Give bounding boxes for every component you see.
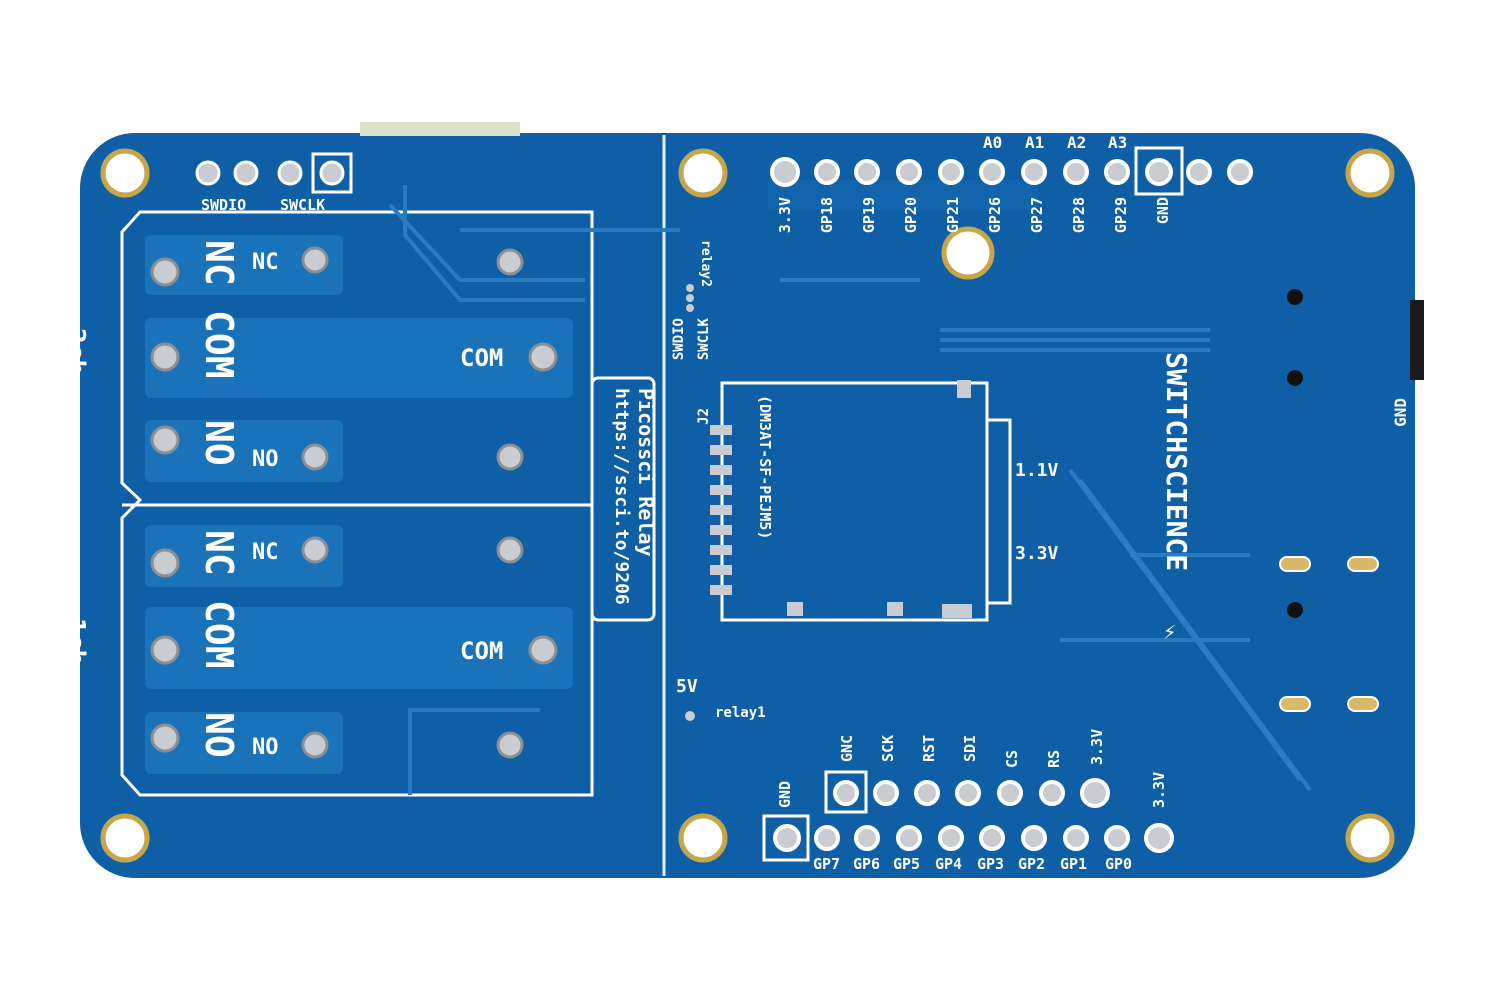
mount-hole-br — [1345, 813, 1395, 863]
relay-terminals — [150, 246, 558, 759]
mount-hole-bl — [100, 813, 150, 863]
analog-label-0: A0 — [983, 133, 1003, 152]
swdio-label: SWDIO — [201, 196, 247, 214]
side-slots — [1279, 556, 1379, 712]
board-url: https://ssci.to/9206 — [611, 388, 632, 605]
side-holes — [1287, 289, 1303, 618]
top-pin-label-5: GP26 — [986, 197, 1004, 234]
module-pads — [710, 380, 972, 618]
lcd-pin-label-4: SDI — [961, 734, 979, 762]
side-swclk-label: SWCLK — [696, 318, 712, 361]
voltage-1v1-label: 1.1V — [1015, 460, 1059, 481]
ch1-com-big-label: COM — [197, 600, 241, 669]
ch2-no-label: NO — [252, 447, 279, 472]
mount-hole-bm — [678, 813, 728, 863]
lcd-pin-label-0: GND — [776, 780, 794, 808]
ch2-com-label: COM — [460, 344, 504, 372]
top-pin-label-2: GP19 — [860, 197, 878, 234]
mounting-holes — [100, 148, 1395, 863]
gp-pin-label-4: GP3 — [977, 855, 1005, 873]
connector-part-label: (DM3AT-SF-PEJM5) — [756, 395, 774, 540]
board-name: Picossci Relay — [634, 388, 658, 557]
gp-pin-label-6: GP1 — [1060, 855, 1088, 873]
gp-pin-label-7: GP0 — [1105, 855, 1133, 873]
top-pin-label-6: GP27 — [1028, 197, 1046, 234]
relay1-label: relay1 — [715, 705, 766, 721]
top-pin-label-3: GP20 — [902, 197, 920, 234]
top-pin-label-4: GP21 — [944, 197, 962, 234]
channel-1ch-label: 1ch — [60, 618, 90, 665]
side-swdio-label: SWDIO — [671, 318, 687, 361]
lcd-pin-label-2: SCK — [879, 734, 897, 762]
voltage-3v3-label: 3.3V — [1015, 543, 1059, 564]
voltage-5v-label: 5V — [676, 676, 698, 697]
ch2-no-big-label: NO — [197, 420, 241, 466]
lcd-pin-label-8: 3.3V — [1150, 771, 1168, 808]
relay-pins — [685, 284, 695, 721]
side-gnd-label: GND — [1391, 398, 1410, 427]
ch1-no-label: NO — [252, 735, 279, 760]
analog-label-1: A1 — [1025, 133, 1045, 152]
brand-logo-icon: ⚡ — [1163, 620, 1177, 645]
relay-outlines — [120, 210, 656, 797]
j2-label: J2 — [696, 408, 712, 425]
side-switch — [1410, 300, 1424, 380]
ch2-com-big-label: COM — [197, 310, 241, 379]
mount-hole-center — [941, 226, 995, 280]
terminal-pad-fills — [145, 180, 1038, 774]
top-pin-label-0: 3.3V — [776, 197, 794, 234]
bottom-header-pins — [773, 778, 1174, 853]
gp-pin-label-5: GP2 — [1018, 855, 1046, 873]
channel-2ch-label: 2ch — [60, 328, 90, 375]
mount-hole-tl — [100, 148, 150, 198]
top-header-pins — [770, 157, 1253, 187]
top-pin-label-7: GP28 — [1070, 197, 1088, 234]
mount-hole-tr — [1345, 148, 1395, 198]
traces — [388, 185, 1312, 795]
lcd-pin-label-5: CS — [1003, 749, 1021, 768]
lcd-pin-label-7: 3.3V — [1088, 728, 1106, 765]
ch2-nc-label: NC — [252, 250, 279, 275]
ch1-nc-big-label: NC — [197, 530, 241, 576]
name-plate-outline — [590, 376, 656, 622]
ch1-nc-label: NC — [252, 540, 279, 565]
ch1-com-label: COM — [460, 637, 504, 665]
ch2-nc-big-label: NC — [197, 240, 241, 286]
mount-hole-tm — [678, 148, 728, 198]
swclk-label: SWCLK — [280, 196, 326, 214]
pin1-markers — [311, 146, 1184, 862]
analog-label-3: A3 — [1108, 133, 1128, 152]
analog-label-2: A2 — [1067, 133, 1087, 152]
lcd-pin-label-1: GNC — [838, 734, 856, 762]
module-outline — [720, 381, 1012, 622]
gp-pin-label-2: GP5 — [893, 855, 921, 873]
lcd-pin-label-3: RST — [920, 734, 938, 762]
component-edge — [360, 122, 520, 136]
gp-pin-label-1: GP6 — [853, 855, 881, 873]
ch1-no-big-label: NO — [197, 712, 241, 758]
lcd-pin-label-6: RS — [1045, 749, 1063, 768]
relay2-label: relay2 — [698, 240, 713, 287]
brand-label: SWITCHSCIENCE — [1160, 352, 1193, 572]
gp-pin-label-0: GP7 — [813, 855, 841, 873]
gp-pin-label-3: GP4 — [935, 855, 963, 873]
debug-header-pins — [195, 160, 345, 186]
top-pin-label-8: GP29 — [1112, 197, 1130, 234]
top-pin-label-1: GP18 — [818, 197, 836, 234]
module-footprint — [720, 381, 989, 622]
module-side — [987, 418, 1012, 605]
top-pin-label-9: GND — [1154, 197, 1172, 225]
